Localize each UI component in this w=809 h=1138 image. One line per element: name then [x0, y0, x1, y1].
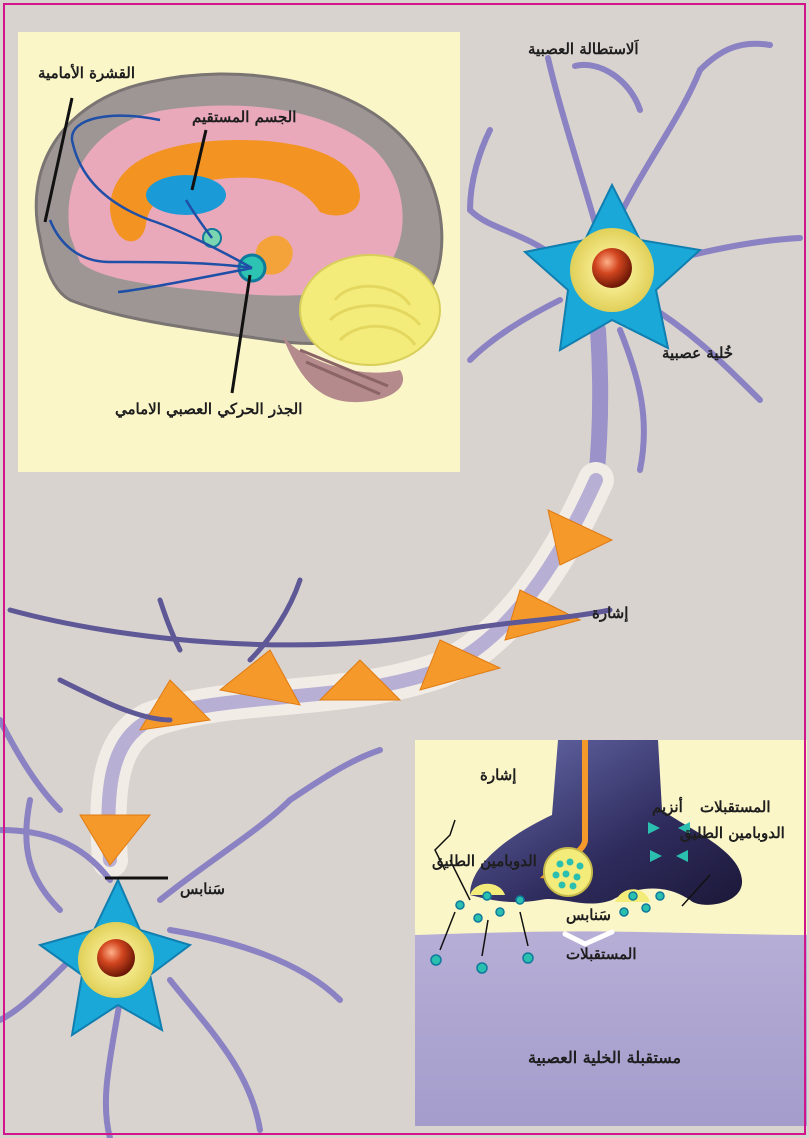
label-free-dopamine-right: الدوبامين الطليق: [680, 824, 785, 842]
label-enzyme: أنزيم: [652, 798, 683, 816]
label-receptors-bottom: المستقبلات: [566, 945, 637, 963]
label-signal-main: إشارة: [592, 604, 628, 622]
label-neuron: خُلية عصبية: [662, 344, 733, 362]
label-receiving-neuron: مستقبلة الخلية العصبية: [528, 1048, 681, 1067]
label-receptors-inset: المستقبلات: [700, 798, 771, 816]
label-synapse-left: سَنابس: [180, 880, 225, 898]
label-synapse-inset: سَنابس: [566, 906, 611, 924]
bottom-nucleus: [97, 939, 135, 977]
label-signal-inset: إشارة: [480, 766, 516, 784]
label-ventral-tegmental: الجذر الحركي العصبي الامامي: [115, 400, 302, 418]
top-nucleus: [592, 248, 632, 288]
striatum-region: [146, 175, 226, 215]
label-frontal-cortex: القشرة الأمامية: [38, 64, 135, 82]
cerebellum: [300, 255, 440, 365]
label-dendrite: اَلاستطالة العصبية: [528, 40, 639, 58]
label-striatum: الجسم المستقيم: [192, 108, 296, 126]
label-free-dopamine-left: الدوبامين الطليق: [432, 852, 537, 870]
